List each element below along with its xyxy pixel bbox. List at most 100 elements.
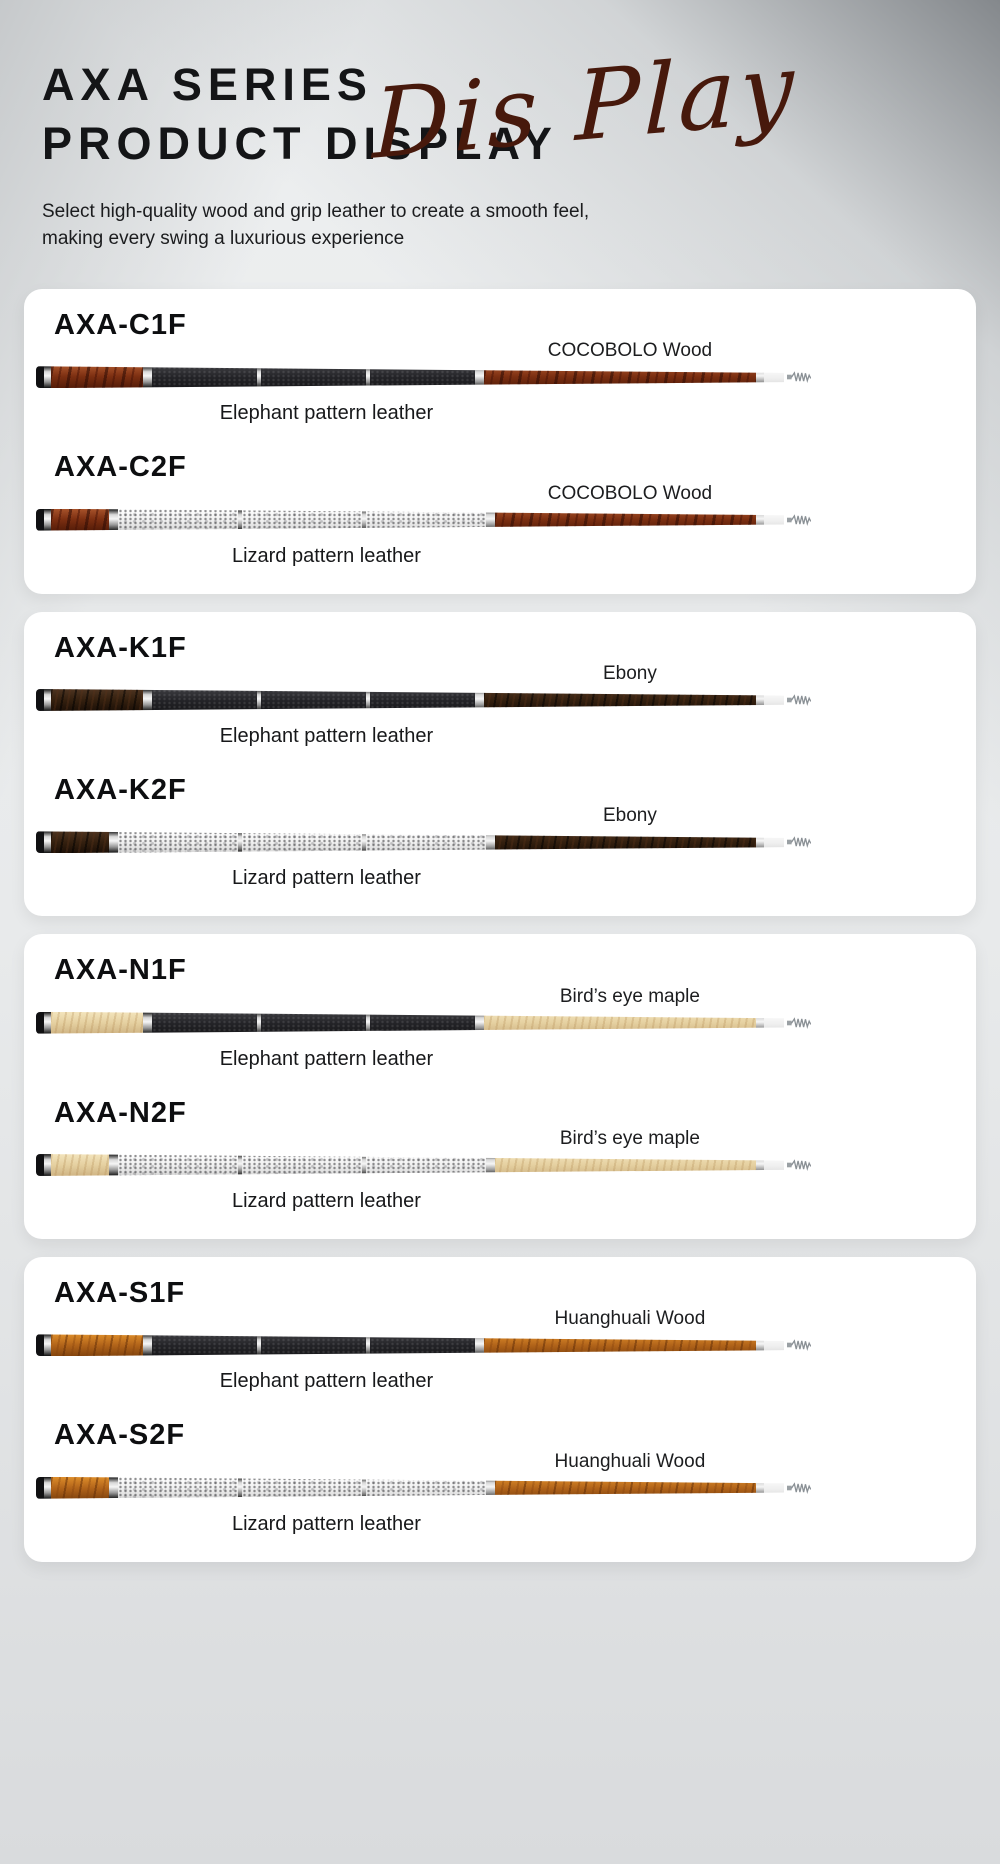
wood-type-label: Bird’s eye maple	[559, 985, 700, 1007]
cue-forearm	[495, 1154, 756, 1176]
cue-image	[36, 831, 811, 854]
cue-ring	[486, 1154, 495, 1176]
cue-image	[36, 1011, 811, 1034]
cue-shaft	[36, 508, 784, 531]
product-model: AXA-S2F	[54, 1419, 186, 1452]
cue-shaft	[36, 1334, 784, 1357]
leather-type-label: Elephant pattern leather	[219, 1047, 434, 1070]
cue-ring	[366, 366, 370, 389]
cue-shaft	[36, 1154, 784, 1176]
wood-type-label: Ebony	[602, 662, 657, 684]
cue-grip-section	[118, 1476, 238, 1499]
cue-image	[36, 688, 811, 711]
cue-ring	[44, 1334, 51, 1357]
leather-type-label: Elephant pattern leather	[219, 724, 434, 747]
cue-ring	[238, 1476, 242, 1499]
cue-grip-section	[366, 831, 486, 854]
cue-ring	[362, 1476, 366, 1499]
cue-bumper	[36, 1476, 44, 1499]
cue-forearm	[495, 831, 756, 854]
leather-type-label: Lizard pattern leather	[231, 544, 421, 567]
cue-ring	[44, 688, 51, 711]
cue-image	[36, 1154, 811, 1176]
cue-joint-ring	[756, 831, 764, 854]
cue-ring	[44, 1476, 51, 1499]
cue-joint-ring	[756, 1476, 764, 1499]
product-card-c: AXA-C1F COCOBOLO Wood Elephant pattern l…	[24, 288, 976, 594]
cue-ferrule	[764, 366, 784, 389]
product-model: AXA-K2F	[54, 773, 187, 806]
cue-ring	[44, 831, 51, 854]
cue-joint-ring	[756, 1154, 764, 1176]
product-model: AXA-N1F	[54, 954, 187, 987]
cue-ring	[486, 508, 495, 531]
cue-ferrule	[764, 508, 784, 531]
product-axa-c1f: AXA-C1F COCOBOLO Wood Elephant pattern l…	[36, 309, 964, 425]
wood-type-label: Huanghuali Wood	[554, 1450, 706, 1472]
cue-grip-section	[370, 1011, 475, 1034]
cue-forearm	[484, 1334, 756, 1357]
cue-bumper	[36, 1011, 44, 1034]
cue-ring	[475, 1334, 484, 1357]
cue-image	[36, 1334, 811, 1357]
cue-ring	[44, 366, 51, 389]
cue-ring	[109, 831, 118, 854]
cue-grip-section	[370, 1334, 475, 1357]
cue-ring	[143, 688, 152, 711]
cue-shaft	[36, 831, 784, 854]
cue-ring	[109, 1154, 118, 1176]
cue-ring	[143, 1011, 152, 1034]
product-card-n: AXA-N1F Bird’s eye maple Elephant patter…	[24, 934, 976, 1239]
joint-screw-icon	[787, 513, 811, 526]
product-model: AXA-S1F	[54, 1277, 186, 1309]
cue-ferrule	[764, 688, 784, 711]
cue-ferrule	[764, 1011, 784, 1034]
cue-joint-ring	[756, 1011, 764, 1034]
product-card-k: AXA-K1F Ebony Elephant pattern leather A…	[24, 611, 976, 917]
product-axa-n1f: AXA-N1F Bird’s eye maple Elephant patter…	[36, 954, 964, 1070]
cue-grip-section	[261, 688, 366, 711]
cue-grip-section	[118, 1154, 238, 1176]
product-card-s: AXA-S1F Huanghuali Wood Elephant pattern…	[24, 1257, 976, 1562]
cue-ring	[44, 1011, 51, 1034]
joint-screw-icon	[787, 836, 811, 849]
product-axa-s1f: AXA-S1F Huanghuali Wood Elephant pattern…	[36, 1277, 964, 1393]
cue-grip-section	[366, 1154, 486, 1176]
wood-type-label: COCOBOLO Wood	[547, 340, 713, 362]
cue-butt-sleeve	[51, 508, 109, 531]
cue-ring	[257, 1011, 261, 1034]
cue-bumper	[36, 366, 44, 389]
cue-grip-section	[242, 1154, 362, 1176]
product-model: AXA-C1F	[54, 308, 187, 341]
product-model: AXA-C2F	[54, 451, 187, 484]
cue-grip-section	[118, 508, 238, 531]
cue-butt-sleeve	[51, 831, 109, 854]
cue-forearm	[495, 1476, 756, 1499]
joint-screw-icon	[787, 694, 811, 706]
cue-grip-section	[261, 1334, 366, 1357]
cue-grip-section	[366, 1476, 486, 1499]
cue-joint-ring	[756, 688, 764, 711]
cue-bumper	[36, 1154, 44, 1176]
page-title-line2: PRODUCT DISPLAY	[42, 117, 558, 169]
cue-ring	[362, 831, 366, 854]
product-axa-c2f: AXA-C2F COCOBOLO Wood Lizard pattern lea…	[36, 451, 964, 567]
product-axa-s2f: AXA-S2F Huanghuali Wood Lizard pattern l…	[36, 1419, 964, 1535]
cue-grip-section	[242, 508, 362, 531]
cue-ring	[257, 688, 261, 711]
product-model: AXA-N2F	[54, 1096, 187, 1129]
joint-screw-icon	[787, 1159, 811, 1171]
leather-type-label: Lizard pattern leather	[231, 1512, 421, 1535]
cue-ring	[257, 1334, 261, 1357]
leather-type-label: Lizard pattern leather	[231, 867, 421, 890]
cue-ring	[486, 1476, 495, 1499]
page-subtitle: Select high-quality wood and grip leathe…	[42, 199, 1000, 253]
cue-butt-sleeve	[51, 688, 143, 711]
cue-grip-section	[370, 688, 475, 711]
cue-forearm	[484, 688, 756, 711]
cue-joint-ring	[756, 1334, 764, 1357]
cue-bumper	[36, 508, 44, 531]
joint-screw-icon	[787, 1481, 811, 1494]
joint-screw-icon	[787, 1339, 811, 1352]
page-title-line1: AXA SERIES	[42, 59, 373, 110]
